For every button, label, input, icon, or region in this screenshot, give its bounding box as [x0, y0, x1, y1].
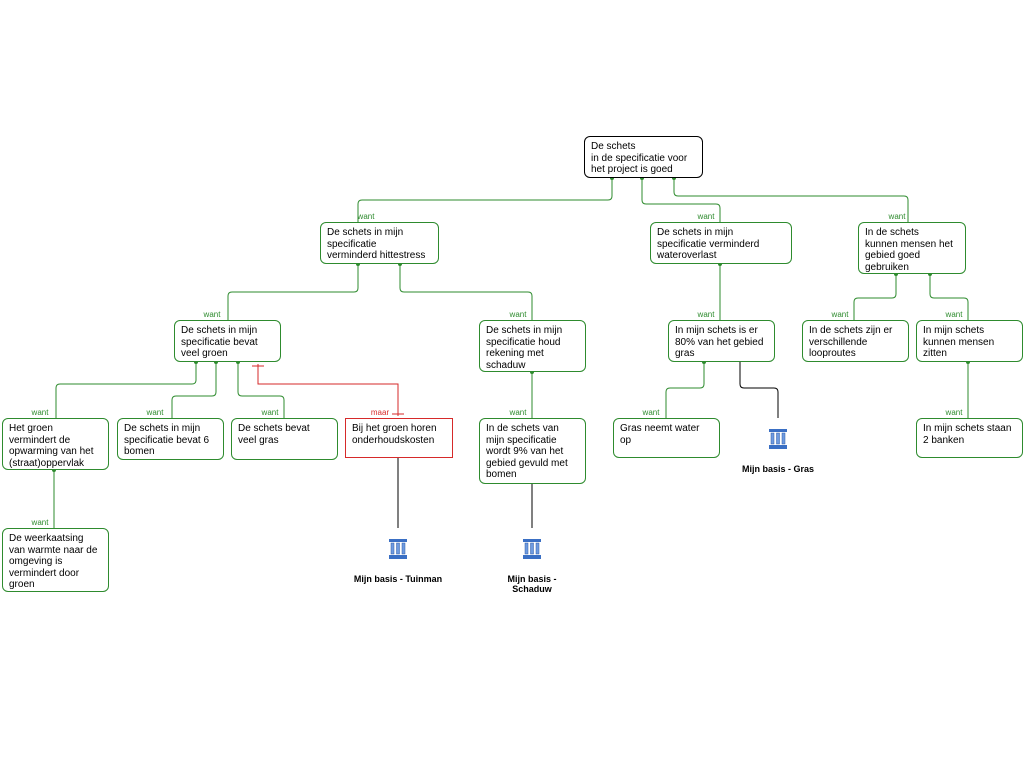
- objection-node-onderhoudskosten[interactable]: Bij het groen horen onderhoudskosten: [345, 418, 453, 458]
- claim-node-root[interactable]: De schets in de specificatie voor het pr…: [584, 136, 703, 178]
- reason-node-weerkaatsing[interactable]: De weerkaatsing van warmte naar de omgev…: [2, 528, 109, 592]
- reason-node-gebruiken[interactable]: In de schets kunnen mensen het gebied go…: [858, 222, 966, 274]
- edge-label-want: want: [146, 408, 164, 417]
- edge-label-want: want: [888, 212, 906, 221]
- edge-label-want: want: [697, 212, 715, 221]
- reason-node-veel-gras[interactable]: De schets bevat veel gras: [231, 418, 338, 460]
- reason-node-zitten[interactable]: In mijn schets kunnen mensen zitten: [916, 320, 1023, 362]
- basis-label: Mijn basis - Tuinman: [353, 574, 443, 584]
- basis-tuinman[interactable]: Mijn basis - Tuinman: [343, 528, 453, 584]
- edge-label-want: want: [945, 310, 963, 319]
- basis-label: Mijn basis - Schaduw: [507, 574, 557, 594]
- reason-node-gras-water[interactable]: Gras neemt water op: [613, 418, 720, 458]
- edge-label-want: want: [509, 310, 527, 319]
- reason-node-opwarming[interactable]: Het groen vermindert de opwarming van he…: [2, 418, 109, 470]
- edge-label-want: want: [509, 408, 527, 417]
- reason-node-schaduw[interactable]: De schets in mijn specificatie houd reke…: [479, 320, 586, 372]
- edge-label-want: want: [642, 408, 660, 417]
- edge-label-want: want: [697, 310, 715, 319]
- basis-schaduw[interactable]: Mijn basis - Schaduw: [477, 528, 587, 594]
- edge-label-want: want: [31, 518, 49, 527]
- edge-label-want: want: [831, 310, 849, 319]
- reason-node-9-procent-bomen[interactable]: In de schets van mijn specificatie wordt…: [479, 418, 586, 484]
- reason-node-veel-groen[interactable]: De schets in mijn specificatie bevat vee…: [174, 320, 281, 362]
- edge-label-want: want: [357, 212, 375, 221]
- pillar-icon: [389, 539, 407, 559]
- reason-node-80-gras[interactable]: In mijn schets is er 80% van het gebied …: [668, 320, 775, 362]
- reason-node-wateroverlast[interactable]: De schets in mijn specificatie verminder…: [650, 222, 792, 264]
- reason-node-6-bomen[interactable]: De schets in mijn specificatie bevat 6 b…: [117, 418, 224, 460]
- reason-node-hittestress[interactable]: De schets in mijn specificatie verminder…: [320, 222, 439, 264]
- edge-label-want: want: [203, 310, 221, 319]
- reason-node-looproutes[interactable]: In de schets zijn er verschillende loopr…: [802, 320, 909, 362]
- basis-gras[interactable]: Mijn basis - Gras: [723, 418, 833, 474]
- edge-label-want: want: [31, 408, 49, 417]
- edge-label-maar: maar: [370, 408, 390, 417]
- basis-label: Mijn basis - Gras: [741, 464, 815, 474]
- edge-label-want: want: [261, 408, 279, 417]
- pillar-icon: [769, 429, 787, 449]
- pillar-icon: [523, 539, 541, 559]
- edge-label-want: want: [945, 408, 963, 417]
- reason-node-2-banken[interactable]: In mijn schets staan 2 banken: [916, 418, 1023, 458]
